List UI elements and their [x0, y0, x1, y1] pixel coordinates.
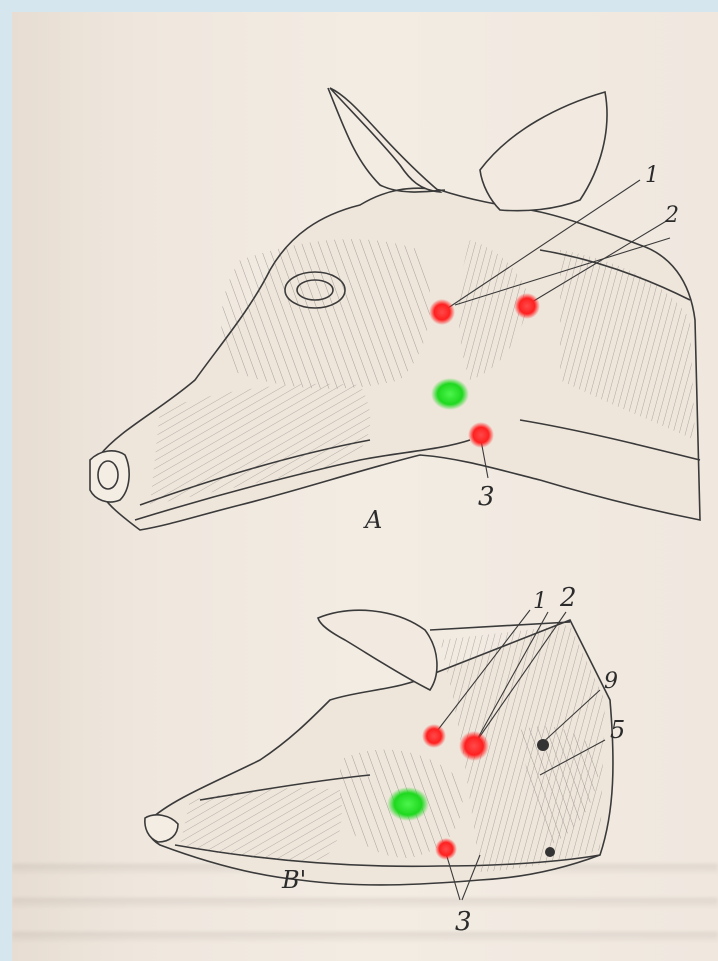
panel-b-node-dark-2: [545, 847, 555, 857]
panel-b-lymph-node-1: [422, 724, 446, 748]
panel-a-label-3: 3: [478, 482, 495, 512]
panel-a-lymph-node-1: [429, 299, 455, 325]
panel-b-label-5: 5: [610, 716, 625, 744]
panel-b-parotid-marker: [387, 787, 429, 821]
panel-a-caption: A: [363, 506, 382, 534]
panel-b-lymph-node-3: [435, 838, 457, 860]
panel-b-label-3: 3: [455, 907, 472, 937]
panel-a-label-1: 1: [645, 163, 659, 188]
panel-a-lymph-node-2: [514, 293, 540, 319]
panel-b-label-2: 2: [559, 583, 577, 613]
panel-b-label-1: 1: [533, 589, 547, 614]
panel-a-parotid-marker: [431, 378, 469, 410]
panel-b-node-dark: [537, 739, 549, 751]
panel-a-lymph-node-3: [468, 422, 494, 448]
panel-b-caption: B': [281, 866, 306, 894]
panel-a-label-2: 2: [664, 203, 679, 228]
panel-b-label-9: 9: [604, 669, 618, 694]
panel-b-lymph-node-2: [459, 731, 489, 761]
